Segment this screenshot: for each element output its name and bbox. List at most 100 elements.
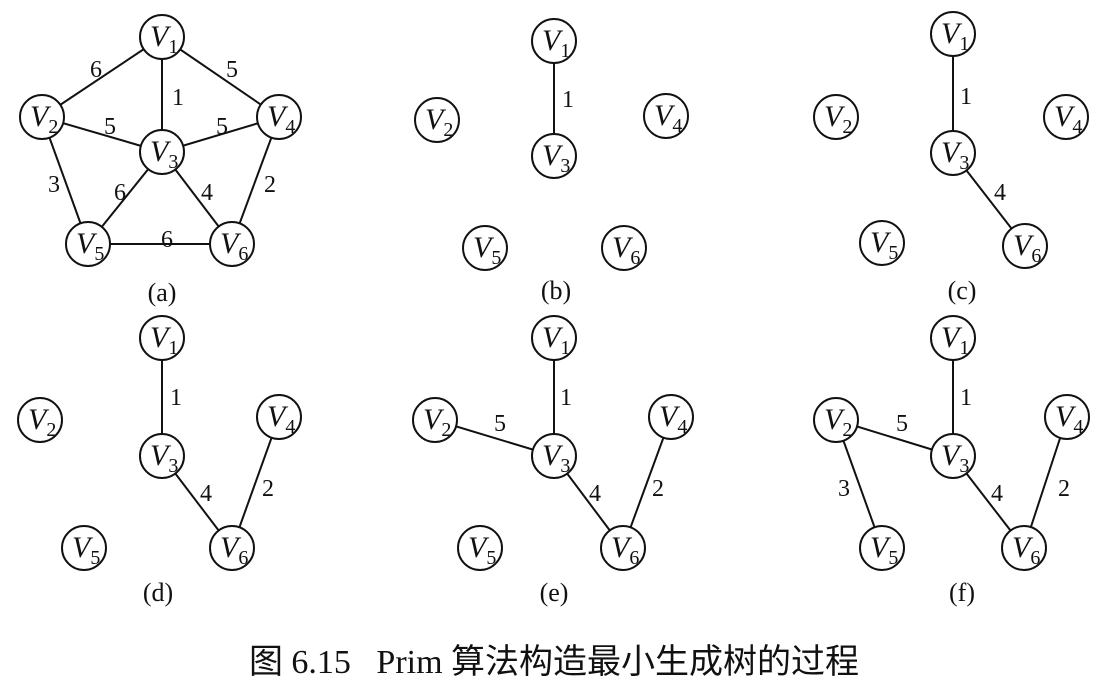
node-index: 4 xyxy=(1072,116,1082,138)
node-prefix: V xyxy=(423,403,445,436)
node-index: 2 xyxy=(842,419,852,441)
edge-weight-v3-v4: 5 xyxy=(216,114,228,140)
node-label: V6 xyxy=(612,231,640,269)
node-index: 2 xyxy=(443,119,453,141)
edge-weight-v4-v6: 2 xyxy=(652,476,664,502)
node-v5: V5 xyxy=(859,220,905,266)
node-label: V3 xyxy=(542,439,570,477)
edge-weight-v2-v3: 5 xyxy=(104,114,116,140)
node-v2: V2 xyxy=(813,397,859,443)
node-label: V4 xyxy=(654,99,682,137)
node-v6: V6 xyxy=(600,525,646,571)
node-label: V6 xyxy=(220,531,248,569)
node-label: V5 xyxy=(473,231,501,269)
edge-weight-v2-v5: 3 xyxy=(48,172,60,198)
node-prefix: V xyxy=(72,531,94,564)
node-circle xyxy=(1002,223,1048,269)
node-prefix: V xyxy=(612,231,634,264)
node-circle xyxy=(412,397,458,443)
node-v4: V4 xyxy=(256,394,302,440)
node-prefix: V xyxy=(220,227,242,260)
node-prefix: V xyxy=(941,321,963,354)
node-label: V3 xyxy=(150,135,178,173)
node-circle xyxy=(139,315,185,361)
node-v1: V1 xyxy=(531,315,577,361)
node-index: 4 xyxy=(285,116,295,138)
node-label: V4 xyxy=(267,400,295,438)
node-index: 1 xyxy=(959,33,969,55)
node-v6: V6 xyxy=(1002,223,1048,269)
node-prefix: V xyxy=(267,100,289,133)
node-v5: V5 xyxy=(462,225,508,271)
edge-v4-v6 xyxy=(231,416,280,549)
node-index: 4 xyxy=(1073,416,1083,438)
panel-label: (c) xyxy=(948,276,977,305)
node-label: V1 xyxy=(150,321,178,359)
node-v1: V1 xyxy=(531,18,577,64)
node-circle xyxy=(930,315,976,361)
node-v3: V3 xyxy=(531,133,577,179)
node-prefix: V xyxy=(870,226,892,259)
node-v2: V2 xyxy=(17,397,63,443)
node-prefix: V xyxy=(425,103,447,136)
node-circle xyxy=(859,220,905,266)
node-index: 3 xyxy=(959,152,969,174)
node-circle xyxy=(61,525,107,571)
node-v4: V4 xyxy=(643,93,689,139)
edge-weight-v3-v5: 6 xyxy=(114,180,126,206)
node-circle xyxy=(139,14,185,60)
edge-weight-v1-v2: 6 xyxy=(90,57,102,83)
node-label: V1 xyxy=(542,321,570,359)
node-label: V1 xyxy=(941,321,969,359)
edge-weight-v4-v6: 2 xyxy=(264,172,276,198)
node-circle xyxy=(209,221,255,267)
node-index: 2 xyxy=(441,419,451,441)
node-label: V4 xyxy=(1054,100,1082,138)
node-index: 1 xyxy=(560,40,570,62)
node-circle xyxy=(813,94,859,140)
edge-weight-v2-v3: 5 xyxy=(896,411,908,437)
node-prefix: V xyxy=(468,531,490,564)
panel-label: (e) xyxy=(540,578,569,607)
node-prefix: V xyxy=(941,136,963,169)
node-v3: V3 xyxy=(139,433,185,479)
panel-label: (d) xyxy=(143,578,173,607)
node-v3: V3 xyxy=(139,129,185,175)
edge-weight-v1-v3: 1 xyxy=(172,85,184,111)
node-label: V4 xyxy=(1055,400,1083,438)
node-prefix: V xyxy=(150,321,172,354)
node-index: 6 xyxy=(1030,547,1040,569)
node-v6: V6 xyxy=(601,225,647,271)
node-circle xyxy=(65,221,111,267)
figure-caption: 图 6.15 Prim 算法构造最小生成树的过程 xyxy=(248,644,860,681)
node-prefix: V xyxy=(1055,400,1077,433)
node-v4: V4 xyxy=(1043,94,1089,140)
node-circle xyxy=(139,433,185,479)
node-index: 5 xyxy=(491,247,501,269)
panel-label: (f) xyxy=(949,578,975,607)
node-circle xyxy=(930,130,976,176)
node-v5: V5 xyxy=(61,525,107,571)
node-circle xyxy=(1043,94,1089,140)
node-label: V3 xyxy=(941,136,969,174)
node-v6: V6 xyxy=(209,525,255,571)
node-index: 5 xyxy=(888,547,898,569)
node-index: 5 xyxy=(486,547,496,569)
node-prefix: V xyxy=(824,403,846,436)
node-prefix: V xyxy=(220,531,242,564)
node-v2: V2 xyxy=(19,94,65,140)
node-circle xyxy=(531,18,577,64)
node-index: 2 xyxy=(46,419,56,441)
node-label: V5 xyxy=(76,227,104,265)
node-label: V2 xyxy=(425,103,453,141)
node-label: V4 xyxy=(659,400,687,438)
node-v4: V4 xyxy=(648,394,694,440)
node-prefix: V xyxy=(1054,100,1076,133)
node-circle xyxy=(139,129,185,175)
node-prefix: V xyxy=(654,99,676,132)
node-prefix: V xyxy=(28,403,50,436)
node-label: V3 xyxy=(542,139,570,177)
node-index: 4 xyxy=(285,416,295,438)
